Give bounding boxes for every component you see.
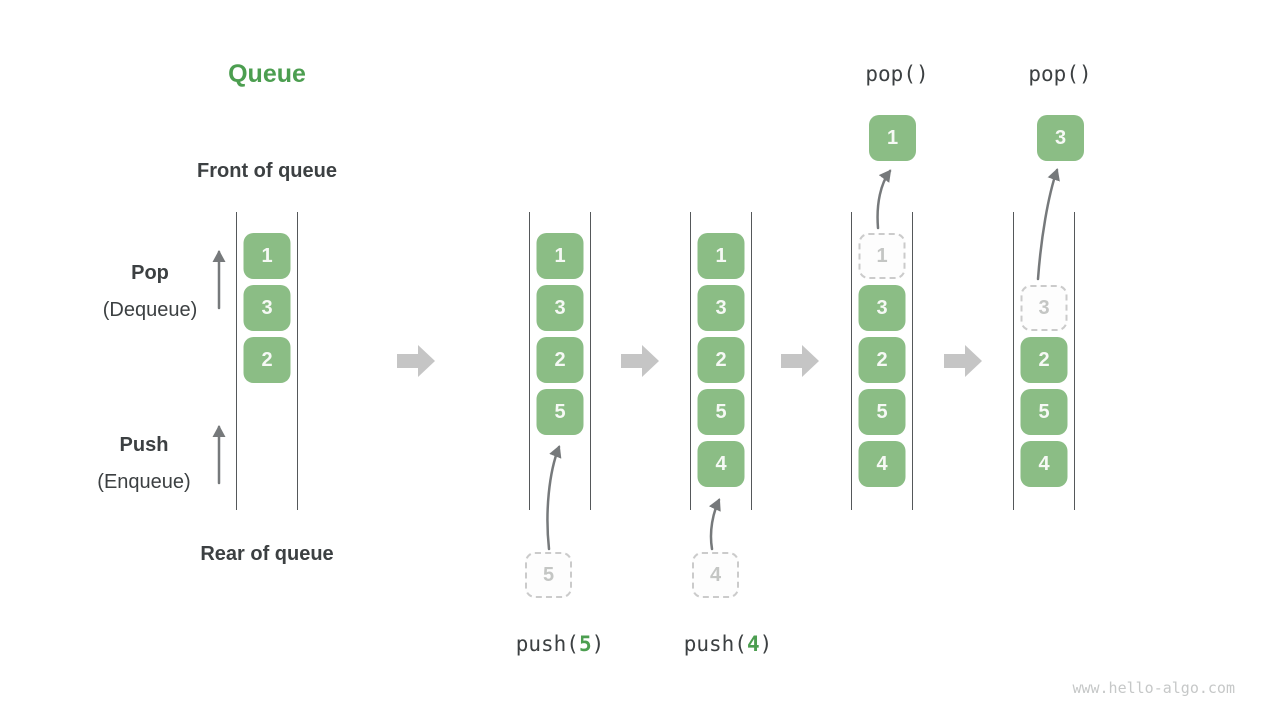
push-4-prefix: push( bbox=[683, 632, 747, 656]
push-side-label: Push (Enqueue) bbox=[97, 427, 190, 501]
queue-cell: 4 bbox=[1020, 441, 1068, 487]
queue-cell: 2 bbox=[1020, 337, 1068, 383]
incoming-element-box-5: 5 bbox=[525, 552, 572, 598]
queue-cell: 2 bbox=[536, 337, 584, 383]
queue-cell: 3 bbox=[536, 285, 584, 331]
queue-cell: 5 bbox=[1020, 389, 1068, 435]
push-4-arg: 4 bbox=[746, 632, 760, 656]
diagram-title: Queue bbox=[228, 60, 306, 88]
incoming-element-box-4: 4 bbox=[692, 552, 739, 598]
queue-cell: 3 bbox=[697, 285, 745, 331]
queue-cell: 3 bbox=[243, 285, 291, 331]
pop-code-label-1: pop() bbox=[865, 62, 929, 86]
pop-side-label: Pop (Dequeue) bbox=[103, 255, 198, 329]
popped-element-box-1: 1 bbox=[869, 115, 916, 161]
queue-column-2: 1 3 2 5 bbox=[529, 212, 591, 510]
queue-cell: 1 bbox=[243, 233, 291, 279]
front-of-queue-label: Front of queue bbox=[197, 160, 337, 182]
queue-cell: 4 bbox=[697, 441, 745, 487]
transition-arrow-1 bbox=[397, 345, 435, 377]
queue-column-5: 3 2 5 4 bbox=[1013, 212, 1075, 510]
queue-cell: 3 bbox=[858, 285, 906, 331]
pop-side-label-main: Pop bbox=[131, 262, 169, 284]
transition-arrow-2 bbox=[621, 345, 659, 377]
queue-cell: 1 bbox=[697, 233, 745, 279]
push-5-prefix: push( bbox=[515, 632, 579, 656]
pop-side-label-sub: (Dequeue) bbox=[102, 299, 198, 321]
queue-cell: 2 bbox=[858, 337, 906, 383]
queue-cell: 4 bbox=[858, 441, 906, 487]
push-4-code-label: push(4) bbox=[684, 632, 773, 656]
popped-element-box-3: 3 bbox=[1037, 115, 1084, 161]
queue-cell-ghost: 3 bbox=[1020, 285, 1068, 331]
watermark: www.hello-algo.com bbox=[1072, 679, 1235, 697]
push-side-label-sub: (Enqueue) bbox=[97, 471, 191, 493]
push-5-suffix: ) bbox=[591, 632, 605, 656]
push-5-arg: 5 bbox=[578, 632, 592, 656]
queue-cell: 5 bbox=[858, 389, 906, 435]
queue-column-4: 1 3 2 5 4 bbox=[851, 212, 913, 510]
rear-of-queue-label: Rear of queue bbox=[200, 543, 334, 565]
push-5-code-label: push(5) bbox=[516, 632, 605, 656]
push-side-label-main: Push bbox=[119, 434, 169, 456]
pop-code-label-2: pop() bbox=[1028, 62, 1092, 86]
queue-cell: 5 bbox=[697, 389, 745, 435]
queue-cell: 1 bbox=[536, 233, 584, 279]
transition-arrow-4 bbox=[944, 345, 982, 377]
queue-column-3: 1 3 2 5 4 bbox=[690, 212, 752, 510]
queue-cell: 2 bbox=[243, 337, 291, 383]
queue-cell: 2 bbox=[697, 337, 745, 383]
transition-arrow-3 bbox=[781, 345, 819, 377]
queue-cell-ghost: 1 bbox=[858, 233, 906, 279]
queue-column-1: 1 3 2 bbox=[236, 212, 298, 510]
queue-cell: 5 bbox=[536, 389, 584, 435]
push-4-suffix: ) bbox=[759, 632, 773, 656]
